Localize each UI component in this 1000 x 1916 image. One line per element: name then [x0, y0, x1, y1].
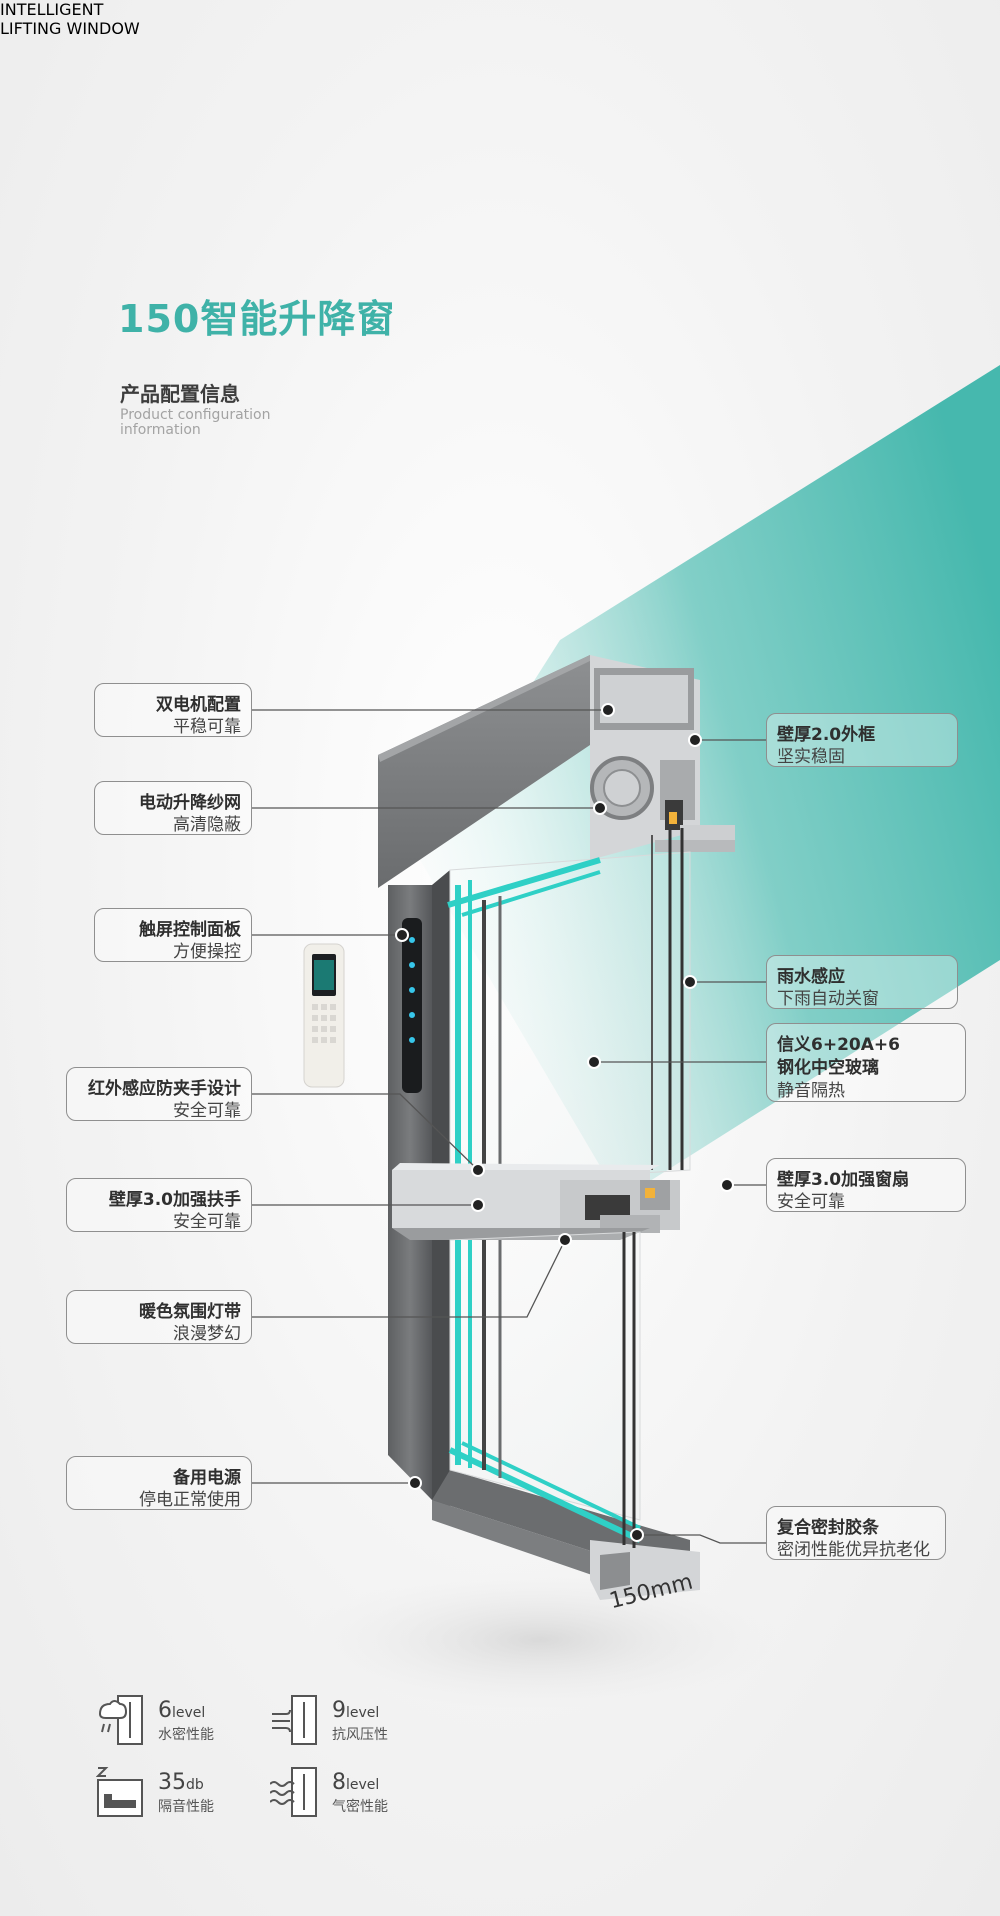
callout-title: 暖色氛围灯带: [139, 1302, 241, 1322]
spec-label: 隔音性能: [158, 1799, 214, 1815]
callout-title: 壁厚3.0加强窗扇: [777, 1170, 910, 1190]
callout-title: 双电机配置: [156, 695, 241, 715]
wind-window-icon: [272, 1695, 317, 1745]
callout-dual-motor: 双电机配置 平稳可靠: [94, 683, 252, 737]
callout-touch-panel: 触屏控制面板 方便操控: [94, 908, 252, 962]
sleep-sound-icon: [96, 1767, 143, 1817]
callout-title: 雨水感应: [777, 967, 845, 987]
spec-label: 水密性能: [158, 1727, 214, 1743]
callout-title: 电动升降纱网: [139, 793, 241, 813]
rain-window-icon: [98, 1695, 143, 1745]
callout-outer-frame: 壁厚2.0外框 坚实稳固: [766, 713, 958, 767]
top-header-box: [378, 655, 590, 888]
spec-value: 9level: [332, 1698, 380, 1723]
callout-handrail: 壁厚3.0加强扶手 安全可靠: [66, 1178, 252, 1232]
callout-sub: 高清隐蔽: [173, 815, 241, 835]
callout-rain-sensor: 雨水感应 下雨自动关窗: [766, 955, 958, 1009]
callout-seal-strip: 复合密封胶条 密闭性能优异抗老化: [766, 1506, 946, 1560]
callout-sub: 停电正常使用: [139, 1490, 241, 1510]
leader-dots: [395, 703, 734, 1542]
spec-label: 抗风压性: [332, 1727, 388, 1743]
callout-sub: 安全可靠: [173, 1101, 241, 1121]
callout-light-strip: 暖色氛围灯带 浪漫梦幻: [66, 1290, 252, 1344]
spec-value: 35db: [158, 1770, 204, 1795]
callout-backup-power: 备用电源 停电正常使用: [66, 1456, 252, 1510]
title-line-2: LIFTING WINDOW: [0, 19, 140, 38]
callout-title: 壁厚2.0外框: [777, 725, 876, 745]
callout-title-2: 钢化中空玻璃: [777, 1058, 879, 1078]
spec-value: 8level: [332, 1770, 380, 1795]
callout-screen-mesh: 电动升降纱网 高清隐蔽: [94, 781, 252, 835]
callout-infrared: 红外感应防夹手设计 安全可靠: [66, 1067, 252, 1121]
callout-sub: 安全可靠: [173, 1212, 241, 1232]
spec-label: 气密性能: [332, 1799, 388, 1815]
callout-title: 壁厚3.0加强扶手: [108, 1190, 241, 1210]
callout-sub: 静音隔热: [777, 1081, 845, 1101]
callout-sub: 平稳可靠: [173, 717, 241, 737]
config-heading-en-2: information: [120, 422, 201, 438]
remote-control: [303, 943, 345, 1088]
callout-sash: 壁厚3.0加强窗扇 安全可靠: [766, 1158, 966, 1212]
callout-title: 复合密封胶条: [777, 1518, 879, 1538]
touch-panel: [402, 918, 422, 1093]
title-line-1: INTELLIGENT: [0, 0, 104, 19]
config-heading-en-1: Product configuration: [120, 407, 271, 423]
callout-sub: 安全可靠: [777, 1192, 845, 1212]
spec-value: 6level: [158, 1698, 206, 1723]
config-heading: 产品配置信息: [120, 382, 240, 406]
air-window-icon: [270, 1767, 317, 1817]
callout-sub: 坚实稳固: [777, 747, 845, 767]
callout-title: 红外感应防夹手设计: [88, 1079, 241, 1099]
callout-sub: 方便操控: [173, 942, 241, 962]
callout-title: 信义6+20A+6: [777, 1035, 900, 1055]
callout-sub: 密闭性能优异抗老化: [777, 1540, 930, 1560]
callout-sub: 浪漫梦幻: [173, 1324, 241, 1344]
subtitle: 150智能升降窗: [118, 297, 396, 341]
leader-lines: [252, 709, 766, 1544]
callout-title: 触屏控制面板: [139, 920, 241, 940]
callout-sub: 下雨自动关窗: [777, 989, 879, 1009]
callout-glass: 信义6+20A+6 钢化中空玻璃 静音隔热: [766, 1023, 966, 1102]
callout-title: 备用电源: [173, 1468, 241, 1488]
